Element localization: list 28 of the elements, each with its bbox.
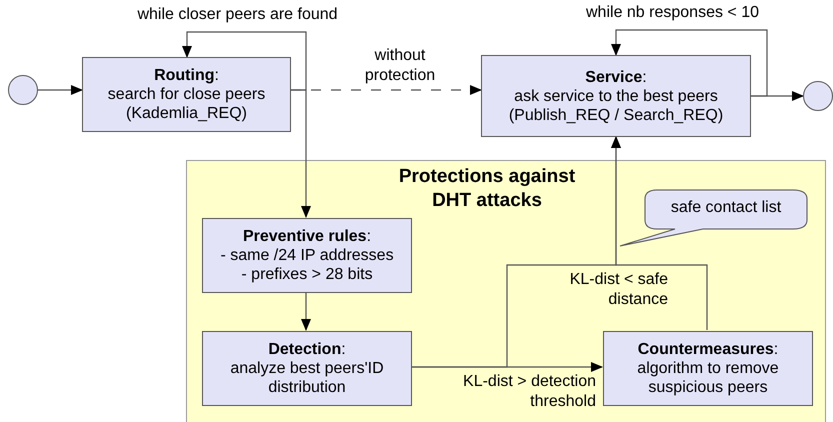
- box-text: algorithm to remove suspicious peers: [636, 359, 780, 397]
- arrow: [611, 136, 708, 330]
- box-text: - prefixes > 28 bits: [241, 265, 373, 284]
- box-title: Countermeasures:: [638, 340, 778, 359]
- process-box: [202, 218, 412, 293]
- arrow: [301, 292, 311, 331]
- panel-heading: Protections against DHT attacks: [398, 165, 576, 213]
- process-box: [202, 331, 412, 406]
- process-box: [481, 55, 751, 137]
- callout-text: safe contact list: [670, 198, 782, 218]
- box-title: Routing:: [154, 66, 219, 85]
- arrow: [611, 29, 768, 97]
- box-text: ask service to the best peers: [514, 86, 718, 106]
- arrow: [182, 31, 307, 91]
- box-title: Preventive rules:: [242, 227, 372, 246]
- box-title: Detection:: [268, 340, 346, 359]
- box-text: - same /24 IP addresses: [220, 246, 394, 265]
- arrow: [38, 85, 83, 95]
- box-title: Service:: [585, 68, 647, 86]
- box-text: (Kademlia_REQ): [126, 104, 247, 123]
- arrow: [291, 89, 311, 218]
- group-panel: [186, 160, 826, 422]
- box-text: search for close peers: [108, 85, 266, 104]
- process-box: [82, 57, 291, 132]
- process-box: [603, 331, 813, 406]
- box-text: (Publish_REQ / Search_REQ): [508, 106, 724, 124]
- box-text: analyze best peers'ID distribution: [229, 359, 385, 397]
- arrow: [751, 91, 804, 101]
